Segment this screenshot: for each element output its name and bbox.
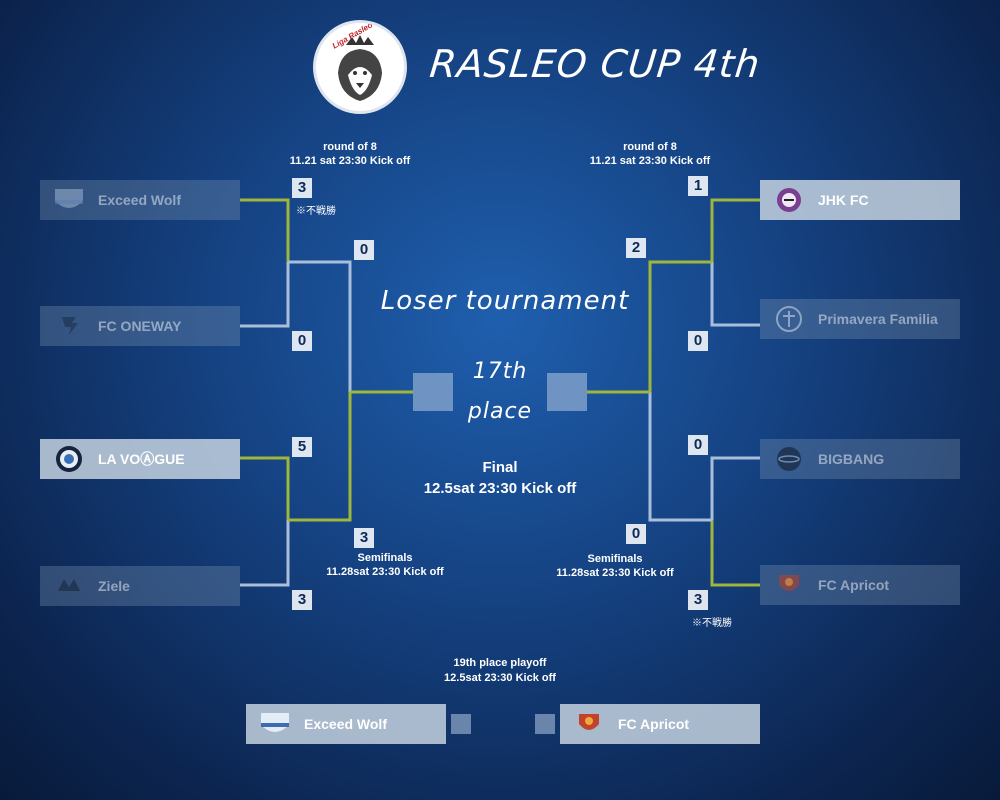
- place-label: 17th place: [455, 352, 545, 432]
- score-bigbang: 0: [688, 435, 708, 455]
- score-ziele: 3: [292, 590, 312, 610]
- walkover-note-right: ※不戦勝: [692, 618, 732, 629]
- playoff-label: 19th place playoff 12.5sat 23:30 Kick of…: [400, 656, 600, 686]
- team-name: BIGBANG: [818, 451, 885, 467]
- team-name: JHK FC: [818, 192, 869, 208]
- score-right-semi-top: 2: [626, 238, 646, 258]
- fc-apricot-logo-icon: [572, 709, 606, 739]
- playoff-team-exceed-wolf[interactable]: Exceed Wolf: [246, 704, 446, 744]
- bracket-line-left-qf2-advance: [288, 392, 352, 522]
- score-fc-oneway: 0: [292, 331, 312, 351]
- bracket-line-ziele: [240, 520, 290, 587]
- score-left-semi-bottom: 3: [354, 528, 374, 548]
- exceed-wolf-logo-icon: [52, 185, 86, 215]
- right-semifinal-label: Semifinals 11.28sat 23:30 Kick off: [530, 552, 700, 580]
- bracket-line-primavera: [710, 262, 760, 327]
- team-fc-oneway[interactable]: FC ONEWAY: [40, 306, 240, 346]
- left-round-label: round of 8 11.21 sat 23:30 Kick off: [270, 140, 430, 168]
- tournament-logo: Liga Rasleo: [313, 20, 407, 114]
- score-la-vogue: 5: [292, 437, 312, 457]
- score-left-semi-top: 0: [354, 240, 374, 260]
- right-round-time: 11.21 sat 23:30 Kick off: [589, 155, 711, 167]
- place-line2: place: [467, 399, 533, 424]
- bracket-line-exceed-wolf: [240, 198, 290, 262]
- fc-oneway-logo-icon: [52, 311, 86, 341]
- final-time: 12.5sat 23:30 Kick off: [423, 480, 577, 497]
- team-fc-apricot[interactable]: FC Apricot: [760, 565, 960, 605]
- team-name: Ziele: [98, 578, 130, 594]
- bracket-line-left-qf1-advance: [288, 260, 352, 392]
- final-left-score-box: [413, 373, 453, 411]
- team-ziele[interactable]: Ziele: [40, 566, 240, 606]
- team-name: LA VOⒶGUE: [98, 451, 185, 467]
- right-semi-time: 11.28sat 23:30 Kick off: [556, 567, 674, 579]
- bracket-line-right-qf2-advance: [648, 392, 712, 522]
- final-right-score-box: [547, 373, 587, 411]
- right-semi-title: Semifinals: [587, 553, 643, 565]
- team-name: Exceed Wolf: [98, 192, 181, 208]
- left-semi-title: Semifinals: [357, 552, 413, 564]
- team-la-vogue[interactable]: LA VOⒶGUE: [40, 439, 240, 479]
- left-round-title: round of 8: [323, 141, 377, 153]
- playoff-time: 12.5sat 23:30 Kick off: [444, 672, 556, 684]
- score-primavera-familia: 0: [688, 331, 708, 351]
- team-exceed-wolf[interactable]: Exceed Wolf: [40, 180, 240, 220]
- team-name: FC ONEWAY: [98, 318, 182, 334]
- ziele-logo-icon: [52, 571, 86, 601]
- team-name: FC Apricot: [618, 716, 690, 732]
- right-round-title: round of 8: [623, 141, 677, 153]
- team-name: FC Apricot: [818, 577, 890, 593]
- team-name: Exceed Wolf: [304, 716, 387, 732]
- bracket-line-jhk-fc: [710, 198, 760, 262]
- team-name: Primavera Familia: [818, 311, 938, 327]
- team-primavera-familia[interactable]: Primavera Familia: [760, 299, 960, 339]
- playoff-title: 19th place playoff: [453, 657, 547, 669]
- bracket-line-right-qf1-advance: [648, 260, 712, 392]
- fc-apricot-logo-icon: [772, 570, 806, 600]
- team-bigbang[interactable]: BIGBANG: [760, 439, 960, 479]
- bracket-line-bigbang: [710, 456, 760, 520]
- final-title: Final: [482, 459, 518, 476]
- loser-tournament-title: Loser tournament: [380, 286, 630, 316]
- primavera-logo-icon: [772, 304, 806, 334]
- team-jhk-fc[interactable]: JHK FC: [760, 180, 960, 220]
- bracket-line-la-vogue: [240, 456, 290, 520]
- score-exceed-wolf: 3: [292, 178, 312, 198]
- playoff-left-score-box: [451, 714, 471, 734]
- playoff-team-fc-apricot[interactable]: FC Apricot: [560, 704, 760, 744]
- place-line1: 17th: [472, 359, 528, 384]
- bracket-line-fc-oneway: [240, 262, 290, 328]
- la-vogue-logo-icon: [52, 444, 86, 474]
- tournament-title: RASLEO CUP 4th: [427, 42, 763, 86]
- left-round-time: 11.21 sat 23:30 Kick off: [289, 155, 411, 167]
- lion-crest-icon: [338, 35, 382, 101]
- walkover-note-left: ※不戦勝: [296, 206, 336, 217]
- left-semi-time: 11.28sat 23:30 Kick off: [326, 566, 444, 578]
- final-label: Final 12.5sat 23:30 Kick off: [370, 457, 630, 499]
- score-jhk-fc: 1: [688, 176, 708, 196]
- playoff-right-score-box: [535, 714, 555, 734]
- score-right-semi-bottom: 0: [626, 524, 646, 544]
- jhk-fc-logo-icon: [772, 185, 806, 215]
- exceed-wolf-logo-icon: [258, 709, 292, 739]
- bracket-line-fc-apricot: [710, 520, 760, 587]
- right-round-label: round of 8 11.21 sat 23:30 Kick off: [570, 140, 730, 168]
- bigbang-logo-icon: [772, 444, 806, 474]
- left-semifinal-label: Semifinals 11.28sat 23:30 Kick off: [300, 551, 470, 579]
- score-fc-apricot: 3: [688, 590, 708, 610]
